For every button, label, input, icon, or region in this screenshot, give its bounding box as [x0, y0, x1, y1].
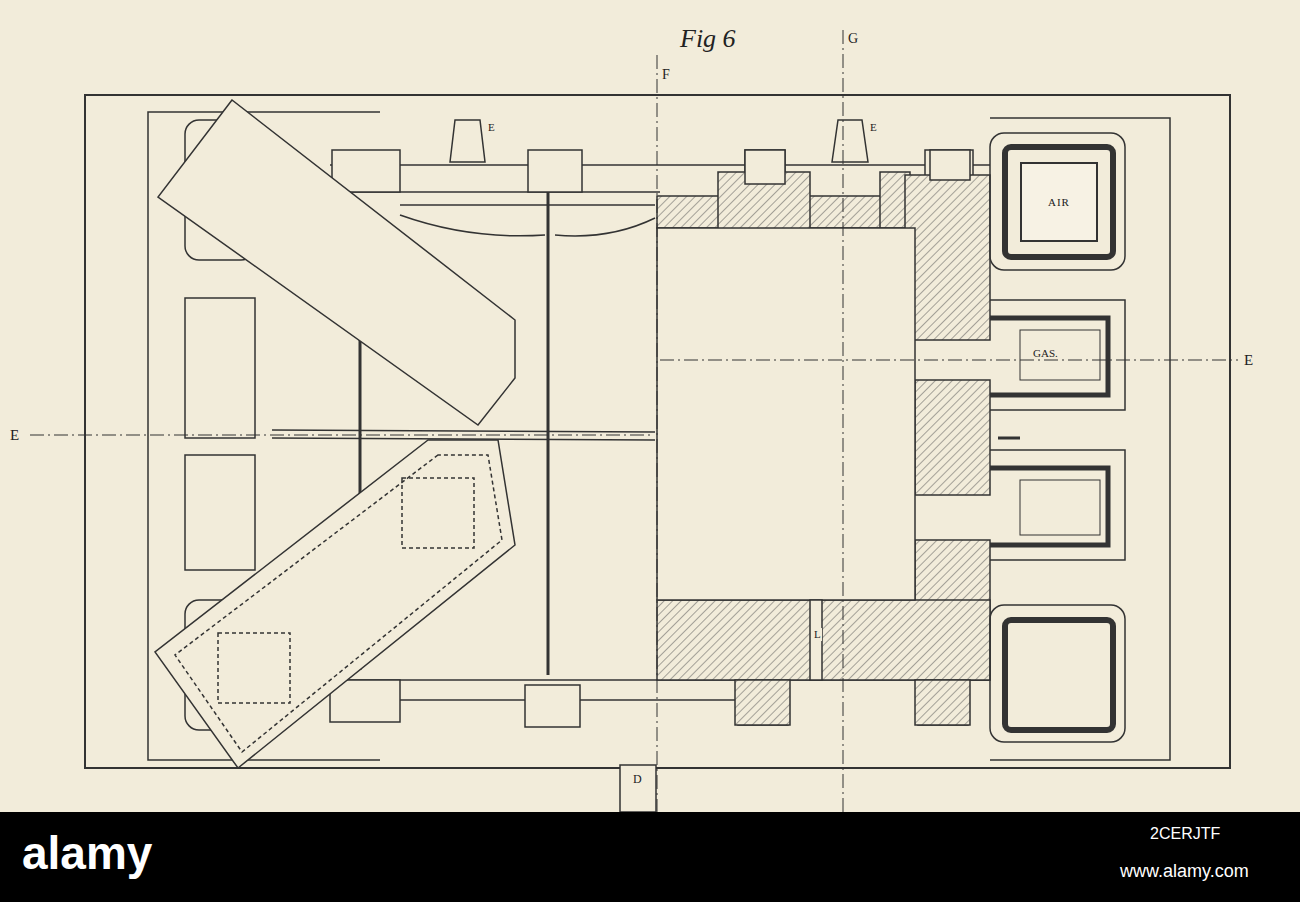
part-letter: D: [632, 772, 643, 786]
passage-name: GAS.: [1033, 348, 1058, 359]
part-letter: E: [870, 122, 877, 133]
flue-label: AIR: [1048, 196, 1070, 208]
watermark: 2CERJTF: [1150, 826, 1220, 842]
figure-title: Fig 6: [680, 26, 736, 52]
part-letter: E: [488, 122, 495, 133]
section-mark: E: [10, 428, 19, 443]
section-mark: E: [1244, 353, 1253, 368]
part-letter: L: [813, 628, 822, 641]
watermark: www.alamy.com: [1120, 862, 1249, 880]
section-mark: G: [848, 32, 858, 46]
section-mark: F: [662, 68, 670, 82]
watermark: alamy: [22, 830, 152, 876]
air-flue: AIR: [1020, 162, 1098, 242]
